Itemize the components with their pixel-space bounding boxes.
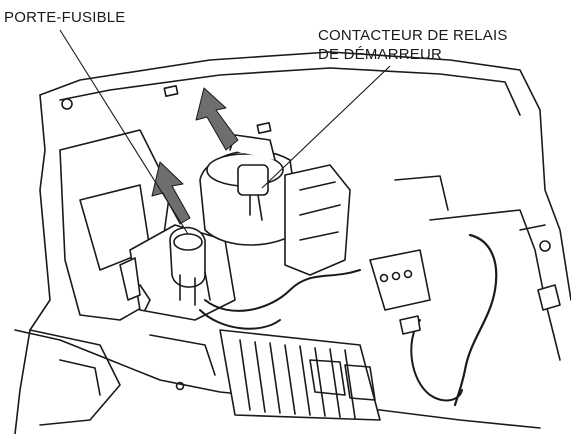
arrow-fuse-up-icon bbox=[151, 161, 191, 225]
housing-lower-rim bbox=[14, 329, 541, 429]
wire-loop bbox=[410, 319, 463, 402]
starter-relay-leader bbox=[261, 65, 391, 189]
starter-relay-label-line2: DE DÉMARREUR bbox=[318, 46, 443, 63]
fuse-holder-label: PORTE-FUSIBLE bbox=[4, 8, 126, 27]
left-compartment bbox=[59, 129, 171, 321]
right-frame-rail bbox=[429, 209, 561, 361]
starter-relay-label: CONTACTEUR DE RELAIS DE DÉMARREUR bbox=[318, 26, 508, 64]
connector-block bbox=[284, 164, 351, 276]
mount-hole-left bbox=[61, 98, 73, 110]
slot-top-2 bbox=[256, 122, 272, 134]
housing-outline bbox=[39, 51, 571, 301]
housing-inner-lip bbox=[59, 67, 521, 116]
lower-left-structure bbox=[29, 329, 121, 426]
lower-ribbed-tray bbox=[219, 329, 381, 421]
terminal-bracket bbox=[369, 249, 431, 311]
wire-harness-branch bbox=[199, 309, 281, 330]
starter-relay-part bbox=[199, 134, 301, 246]
removal-arrows bbox=[151, 87, 239, 225]
starter-relay-label-line1: CONTACTEUR DE RELAIS bbox=[318, 27, 508, 44]
wire-harness-main bbox=[204, 269, 361, 312]
fuse-holder-label-text: PORTE-FUSIBLE bbox=[4, 9, 126, 26]
mount-hole-right bbox=[539, 240, 551, 252]
arrow-relay-up-icon bbox=[195, 87, 239, 151]
slot-top-1 bbox=[163, 85, 179, 97]
fuse-holder-leader bbox=[59, 29, 189, 235]
wire-harness-right bbox=[453, 233, 498, 407]
fuse-holder-part bbox=[119, 224, 236, 321]
housing-left-wall bbox=[14, 94, 51, 434]
